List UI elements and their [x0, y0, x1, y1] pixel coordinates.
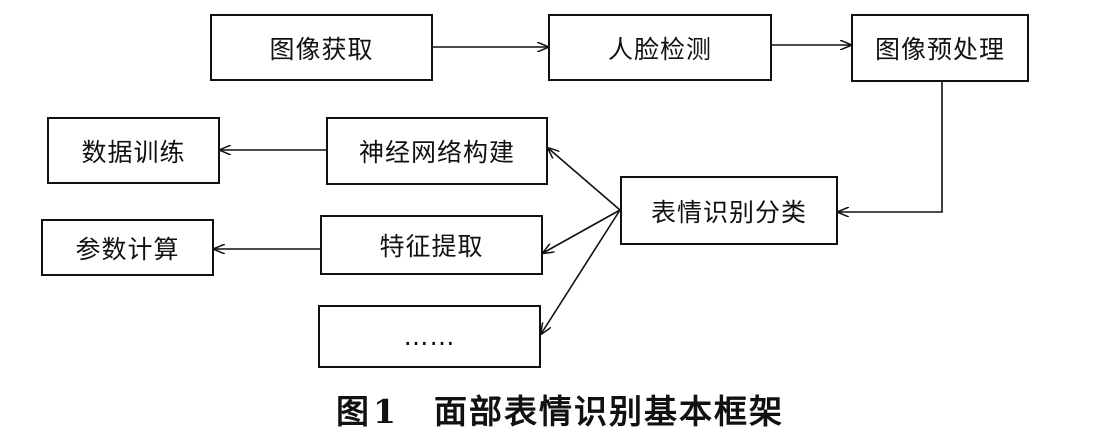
arrow-classification-to-neural-network [548, 148, 621, 211]
node-face-detection-label: 人脸检测 [607, 34, 712, 64]
node-image-acquisition: 图像获取 [210, 14, 433, 81]
node-expression-classification-label: 表情识别分类 [650, 197, 807, 227]
node-image-preprocessing-label: 图像预处理 [874, 35, 1005, 64]
node-ellipsis-label: …… [403, 322, 456, 351]
arrow-preprocessing-to-classification [838, 82, 943, 212]
node-data-training-label: 数据训练 [81, 137, 186, 167]
figure-caption-number: 1 [373, 392, 398, 431]
figure-caption: 图1 面部表情识别基本框架 [0, 385, 1120, 433]
node-face-detection: 人脸检测 [548, 14, 772, 81]
node-neural-network-construction-label: 神经网络构建 [358, 138, 515, 167]
figure-caption-title: 面部表情识别基本框架 [433, 392, 784, 431]
node-image-preprocessing: 图像预处理 [851, 14, 1029, 82]
node-image-acquisition-label: 图像获取 [269, 34, 374, 64]
node-feature-extraction-label: 特征提取 [379, 232, 484, 261]
figure-caption-label: 图 [336, 392, 372, 431]
node-parameter-calculation-label: 参数计算 [75, 234, 180, 264]
node-data-training: 数据训练 [47, 117, 220, 184]
node-neural-network-construction: 神经网络构建 [326, 117, 548, 185]
arrow-classification-to-feature-extraction [543, 209, 621, 253]
arrow-classification-to-ellipsis [541, 209, 621, 334]
node-expression-classification: 表情识别分类 [620, 176, 838, 245]
node-ellipsis: …… [318, 305, 541, 368]
node-parameter-calculation: 参数计算 [41, 219, 214, 276]
node-feature-extraction: 特征提取 [320, 215, 543, 275]
